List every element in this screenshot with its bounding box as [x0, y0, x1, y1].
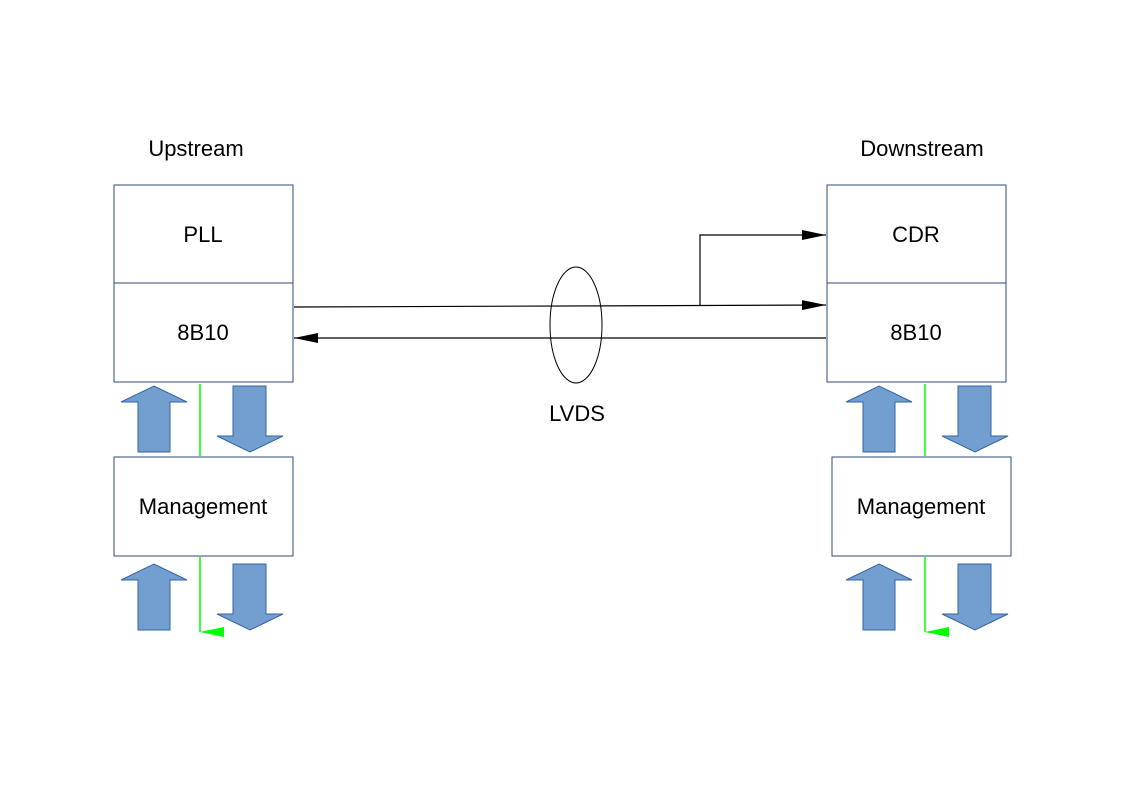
downstream-up-arrow-icon — [845, 385, 913, 453]
downstream-management-block: Management — [831, 456, 1012, 557]
downstream-codec-label: 8B10 — [890, 320, 941, 345]
downstream-down-arrow-icon — [941, 385, 1009, 453]
upstream-management-block: Management — [113, 456, 294, 557]
upstream-pll-label: PLL — [183, 222, 222, 247]
tx-link-line — [293, 300, 827, 311]
upstream-codec-label: 8B10 — [177, 320, 228, 345]
cdr-clock-line — [699, 230, 826, 306]
downstream-cdr-label: CDR — [892, 222, 940, 247]
downstream-input-up-arrow-icon — [845, 563, 913, 631]
upstream-up-arrow-icon — [120, 385, 188, 453]
downstream-title: Downstream — [860, 136, 983, 161]
upstream-codec-block: 8B10 — [113, 282, 294, 383]
downstream-codec-block: 8B10 — [826, 282, 1007, 383]
upstream-input-up-arrow-icon — [120, 563, 188, 631]
upstream-down-arrow-icon — [216, 385, 284, 453]
upstream-management-label: Management — [139, 494, 267, 519]
upstream-pll-block: PLL — [113, 184, 294, 284]
upstream-title: Upstream — [148, 136, 243, 161]
lvds-bundle-ellipse — [549, 266, 603, 384]
upstream-output-down-arrow-icon — [216, 563, 284, 631]
lvds-label: LVDS — [549, 401, 605, 426]
downstream-management-label: Management — [857, 494, 985, 519]
downstream-cdr-block: CDR — [826, 184, 1007, 284]
downstream-output-down-arrow-icon — [941, 563, 1009, 631]
